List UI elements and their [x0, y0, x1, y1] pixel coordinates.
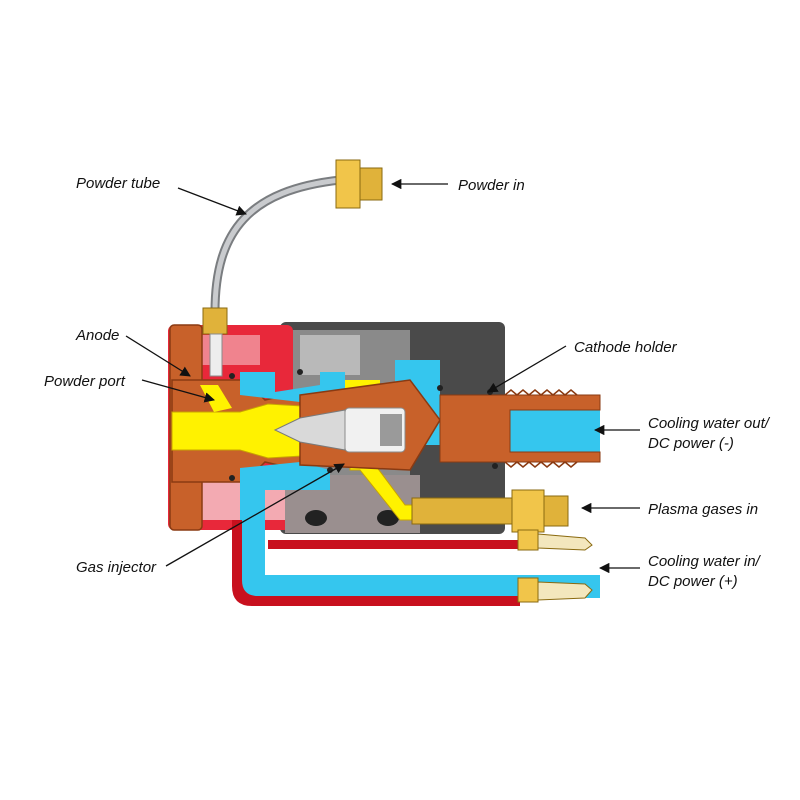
rear-housing-shine: [300, 335, 360, 375]
label-dc-power-positive: DC power (+): [648, 573, 738, 590]
powder-port-arrow: [141, 379, 216, 403]
cathode-stem-thread: [504, 389, 578, 468]
o-ring: [437, 385, 443, 391]
water-fittings: [517, 529, 593, 603]
powder-feed-pipe: [209, 333, 223, 377]
label-powder-in: Powder in: [458, 177, 525, 194]
label-cathode-holder: Cathode holder: [574, 339, 678, 356]
label-powder-port: Powder port: [44, 373, 126, 390]
powder-tube-inner: [212, 177, 343, 315]
o-ring: [229, 475, 235, 481]
anode-body-pink-top: [200, 335, 260, 365]
gas-fitting: [411, 489, 569, 533]
o-ring: [229, 373, 235, 379]
o-ring: [297, 369, 303, 375]
gas-fitting-end: [543, 495, 569, 527]
bolt-hole-2: [377, 510, 399, 526]
powder-tube: [210, 175, 345, 317]
label-dc-power-negative: DC power (-): [648, 435, 734, 452]
powder-tube-arrow: [177, 187, 247, 216]
gas-fitting-tube: [411, 497, 518, 525]
water-in-fitting-cone: [537, 533, 593, 551]
label-plasma-gases-in: Plasma gases in: [648, 501, 758, 518]
gas-injector-arrow: [165, 463, 345, 567]
powder-tube-collar: [202, 307, 228, 335]
red-pipe-top: [268, 540, 523, 549]
powder-port-channel: [200, 385, 232, 412]
leader-lines: [125, 178, 640, 574]
label-powder-tube: Powder tube: [76, 175, 160, 192]
water-out-fitting-cone: [537, 581, 593, 601]
label-cooling-water-in: Cooling water in/: [648, 553, 762, 570]
powder-in-fitting-end: [359, 167, 383, 201]
water-in-fitting-nut: [517, 529, 539, 551]
cathode-stem: [439, 394, 601, 463]
labels: Powder tube Powder in Anode Powder port …: [44, 175, 771, 590]
cathode-thread: [380, 414, 402, 446]
bolt-hole-1: [305, 510, 327, 526]
cathode-assembly: [273, 379, 601, 471]
anode-arrow: [125, 335, 191, 377]
powder-in-fitting-nut: [335, 159, 361, 209]
water-out-fitting-nut: [517, 577, 539, 603]
o-ring: [492, 463, 498, 469]
power-cable-red: [232, 520, 520, 606]
powder-tube-assembly: [202, 159, 383, 377]
label-gas-injector: Gas injector: [76, 559, 157, 576]
label-anode: Anode: [75, 327, 119, 344]
cathode-holder-arrow: [487, 345, 567, 393]
label-cooling-water-out: Cooling water out/: [648, 415, 771, 432]
gas-fitting-nut: [511, 489, 545, 533]
